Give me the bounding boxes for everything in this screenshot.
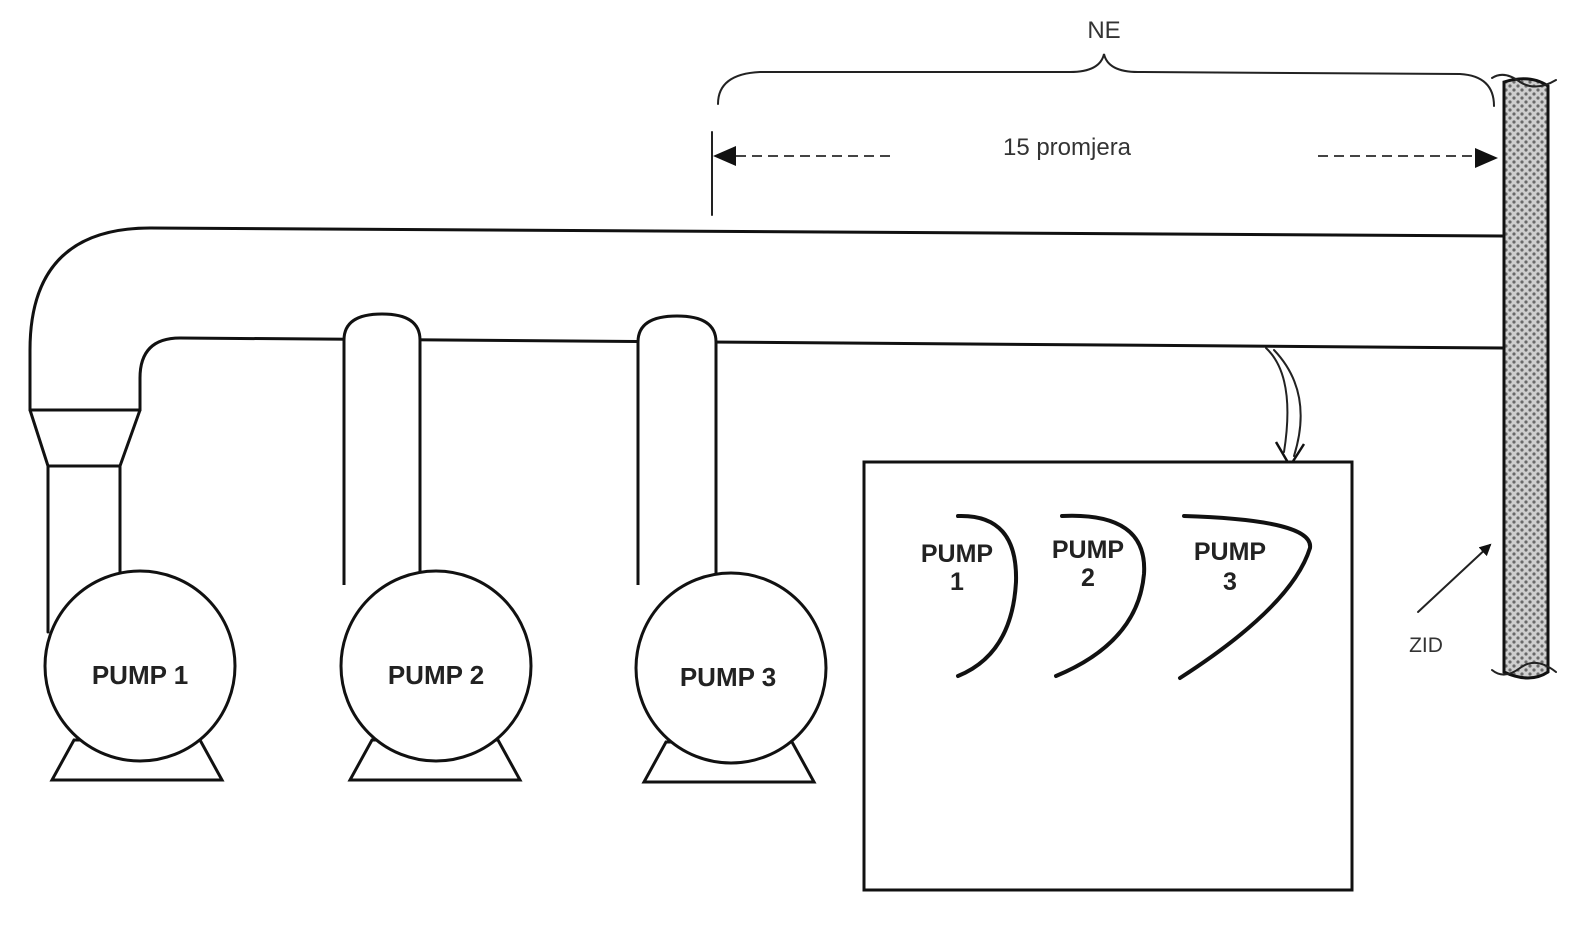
- pump-2: [339, 569, 533, 782]
- wall: [1491, 73, 1557, 680]
- curve-label-pump-1-num: 1: [950, 568, 964, 596]
- curve-label-pump-2-num: 2: [1081, 564, 1095, 592]
- pump-1-label: PUMP 1: [92, 660, 188, 690]
- header-pipe: [28, 226, 1505, 412]
- ne-label: NE: [1087, 17, 1120, 44]
- pump-2-curve: [1054, 513, 1147, 678]
- curve-label-pump-3-num: 3: [1223, 568, 1237, 596]
- pump-3-label: PUMP 3: [680, 662, 776, 692]
- pump-curve-panel: [862, 460, 1354, 892]
- riser-pump-3: [636, 314, 718, 585]
- pump-1-curve: [956, 513, 1019, 678]
- curve-label-pump-3: PUMP: [1194, 538, 1266, 566]
- ne-brace: [717, 53, 1495, 107]
- reducer: [28, 408, 142, 634]
- dimension-label: 15 promjera: [1003, 134, 1132, 161]
- riser-pump-2: [342, 312, 422, 585]
- flow-to-panel-arrow: [1265, 347, 1306, 469]
- wall-label: ZID: [1409, 634, 1443, 657]
- pump-3: [634, 571, 828, 784]
- pump-1: [43, 569, 237, 782]
- dimension-line: [711, 131, 1498, 216]
- pump-3-curve: [1178, 514, 1313, 680]
- curve-label-pump-2: PUMP: [1052, 536, 1124, 564]
- curve-label-pump-1: PUMP: [921, 540, 993, 568]
- wall-pointer-arrow: [1417, 543, 1492, 613]
- pump-2-label: PUMP 2: [388, 660, 484, 690]
